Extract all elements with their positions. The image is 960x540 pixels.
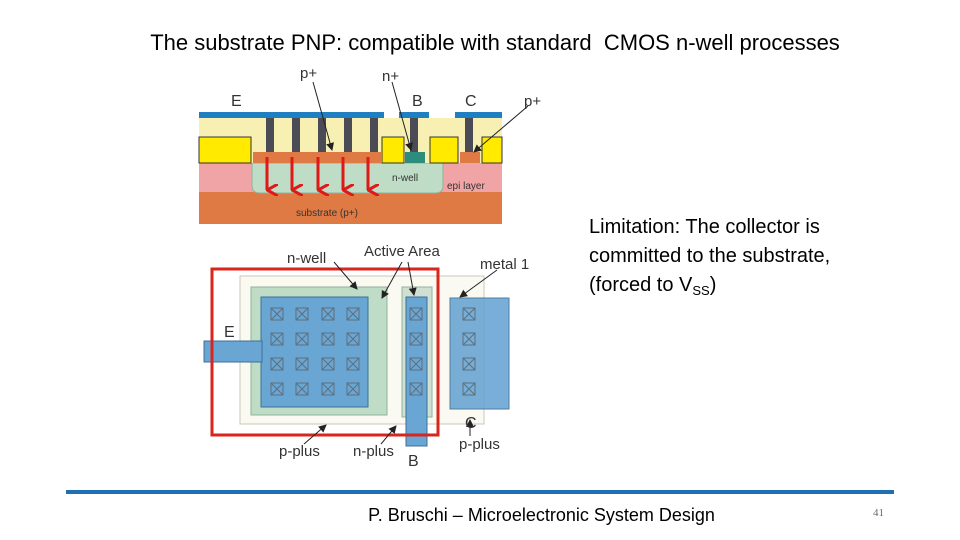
metal1-pointer (459, 269, 498, 298)
n-well-pointer (333, 261, 358, 290)
layout-n-well-label: n-well (287, 250, 326, 267)
vss-subscript: SS (692, 283, 710, 298)
base-label: B (412, 93, 423, 110)
p-plus-label: p+ (300, 65, 317, 82)
p-plus-pointer-1 (303, 424, 327, 445)
cross-section: p+ n+ E B C p+ n-well epi layer substrat… (198, 65, 541, 224)
layout-view: n-well Active Area metal 1 E C p-plus n-… (203, 243, 529, 470)
base-metal (399, 112, 429, 118)
limitation-note: Limitation: The collector is committed t… (589, 213, 909, 305)
layout-emitter-label: E (224, 324, 235, 341)
field-oxide-edge (481, 136, 503, 164)
footer-text: P. Bruschi – Microelectronic System Desi… (368, 505, 715, 525)
slide-title: The substrate PNP: compatible with stand… (150, 30, 840, 55)
limitation-line-3-prefix: (forced to V (589, 274, 693, 296)
substrate-layer (199, 192, 502, 224)
p-plus-right-pointer (473, 105, 529, 153)
base-metal-strip (405, 296, 428, 447)
layout-metal1-label: metal 1 (480, 256, 529, 273)
n-plus-label: n+ (382, 68, 399, 85)
n-plus-pointer (380, 425, 397, 445)
collector-label: C (465, 93, 477, 110)
limitation-line-3: (forced to VSS) (589, 271, 909, 305)
substrate-label: substrate (p+) (296, 208, 358, 219)
contact-plugs (266, 118, 473, 152)
p-plus-pointer (312, 81, 334, 151)
limitation-line-2: committed to the substrate, (589, 245, 831, 267)
highlight-box (210, 267, 440, 437)
layout-p-plus-label-1: p-plus (279, 443, 320, 460)
n-plus-pointer (391, 81, 413, 151)
active-area-pointer-1 (381, 261, 403, 299)
collector-metal-strip (449, 297, 510, 410)
epi-layer-label: epi layer (447, 181, 485, 192)
layout-collector-label: C (465, 415, 477, 432)
base-n-plus (405, 152, 425, 163)
field-oxide-left (198, 136, 252, 164)
layout-p-plus-label-2: p-plus (459, 436, 500, 453)
p-plus-right-label: p+ (524, 93, 541, 110)
active-area-pointer-2 (407, 261, 417, 296)
substrate-current-arrows (265, 157, 368, 190)
layout-base-label: B (408, 453, 419, 470)
limitation-line-1: Limitation: The collector is (589, 216, 820, 238)
footer-rule (66, 490, 894, 494)
emitter-metal-lead (203, 340, 263, 363)
limitation-line-3-suffix: ) (709, 274, 717, 296)
layout-active-area-label: Active Area (364, 243, 441, 260)
collector-metal (455, 112, 502, 118)
layout-n-plus-label: n-plus (353, 443, 394, 460)
collector-p-plus (460, 152, 480, 163)
emitter-metal (199, 112, 384, 118)
field-oxide-mid (381, 136, 405, 164)
emitter-label: E (231, 93, 242, 110)
field-oxide-right (429, 136, 459, 164)
n-well-label: n-well (392, 173, 418, 184)
page-number: 41 (873, 507, 884, 519)
